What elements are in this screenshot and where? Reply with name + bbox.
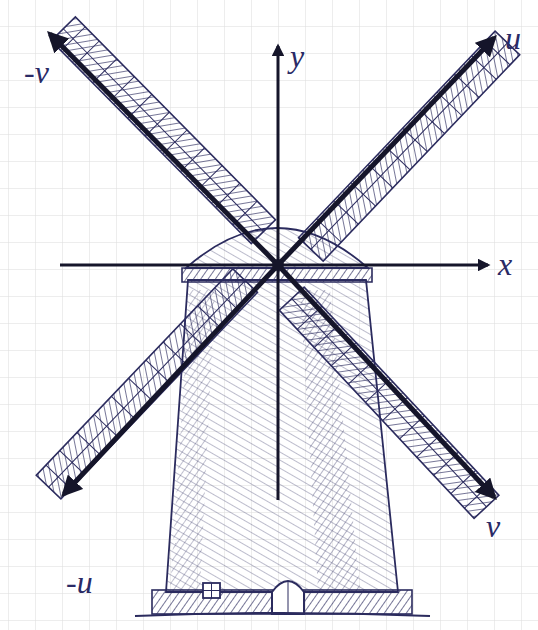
vector-label: -v [24,56,49,88]
vector-label: u [505,22,521,54]
vector-label: v [486,510,500,542]
axis-label: x [498,248,512,280]
axis-label: y [290,40,304,72]
vector-label: -u [66,566,93,598]
